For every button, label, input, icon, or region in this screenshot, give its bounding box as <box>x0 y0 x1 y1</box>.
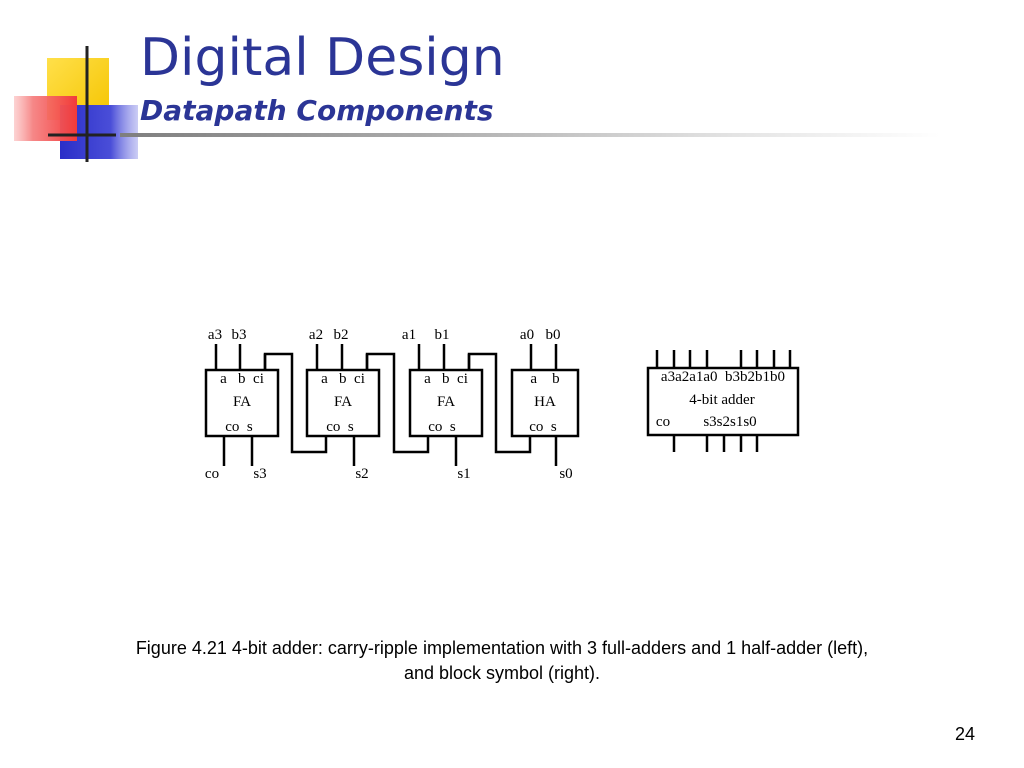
label-co: co <box>205 466 219 482</box>
label-b1: b1 <box>435 327 450 343</box>
fa2-name: FA <box>334 394 352 410</box>
carry-ripple-circuit <box>204 344 580 466</box>
fa-block-3 <box>204 368 280 438</box>
fa1-name: FA <box>437 394 455 410</box>
label-b0: b0 <box>546 327 561 343</box>
title-divider <box>120 133 940 137</box>
label-a3: a3 <box>208 327 222 343</box>
fa3-outs: co s <box>225 419 253 435</box>
label-s3: s3 <box>253 466 266 482</box>
fa3-ports: a b ci <box>220 371 264 387</box>
bottom-output-labels: co s3 s2 s1 s0 <box>205 466 573 482</box>
slide-title: Digital Design <box>140 28 505 88</box>
label-s2: s2 <box>355 466 368 482</box>
figure-caption: Figure 4.21 4-bit adder: carry-ripple im… <box>135 638 869 683</box>
symbol-co: co <box>656 414 670 430</box>
adder-block-symbol: a3a2a1a0 b3b2b1b0 4-bit adder co s3s2s1s… <box>646 350 800 452</box>
page-number: 24 <box>954 724 976 744</box>
output-wires <box>222 436 558 466</box>
fa1-ports: a b ci <box>424 371 468 387</box>
label-b3: b3 <box>232 327 247 343</box>
slide-logo-icon <box>14 46 138 162</box>
fa1-outs: co s <box>428 419 456 435</box>
top-input-labels: a3 b3 a2 b2 a1 b1 a0 b0 <box>208 327 561 343</box>
input-wires <box>214 344 558 370</box>
symbol-pins <box>655 350 792 452</box>
label-b2: b2 <box>334 327 349 343</box>
fa2-outs: co s <box>326 419 354 435</box>
ha0-ports: a b <box>530 371 559 387</box>
ha0-outs: co s <box>529 419 557 435</box>
label-a1: a1 <box>402 327 416 343</box>
label-a2: a2 <box>309 327 323 343</box>
fa-block-1 <box>408 368 484 438</box>
label-s0: s0 <box>559 466 572 482</box>
fa3-name: FA <box>233 394 251 410</box>
label-s1: s1 <box>457 466 470 482</box>
label-a0: a0 <box>520 327 534 343</box>
block-labels: a b ci FA co s a b ci FA co s a b ci FA … <box>220 371 559 435</box>
ha0-name: HA <box>534 394 556 410</box>
slide-subtitle: Datapath Components <box>140 94 494 127</box>
ha-block-0 <box>510 368 580 438</box>
symbol-outputs: s3s2s1s0 <box>703 414 756 430</box>
fa2-ports: a b ci <box>321 371 365 387</box>
carry-wires <box>263 352 532 454</box>
symbol-name: 4-bit adder <box>689 392 754 408</box>
symbol-inputs: a3a2a1a0 b3b2b1b0 <box>661 369 785 385</box>
